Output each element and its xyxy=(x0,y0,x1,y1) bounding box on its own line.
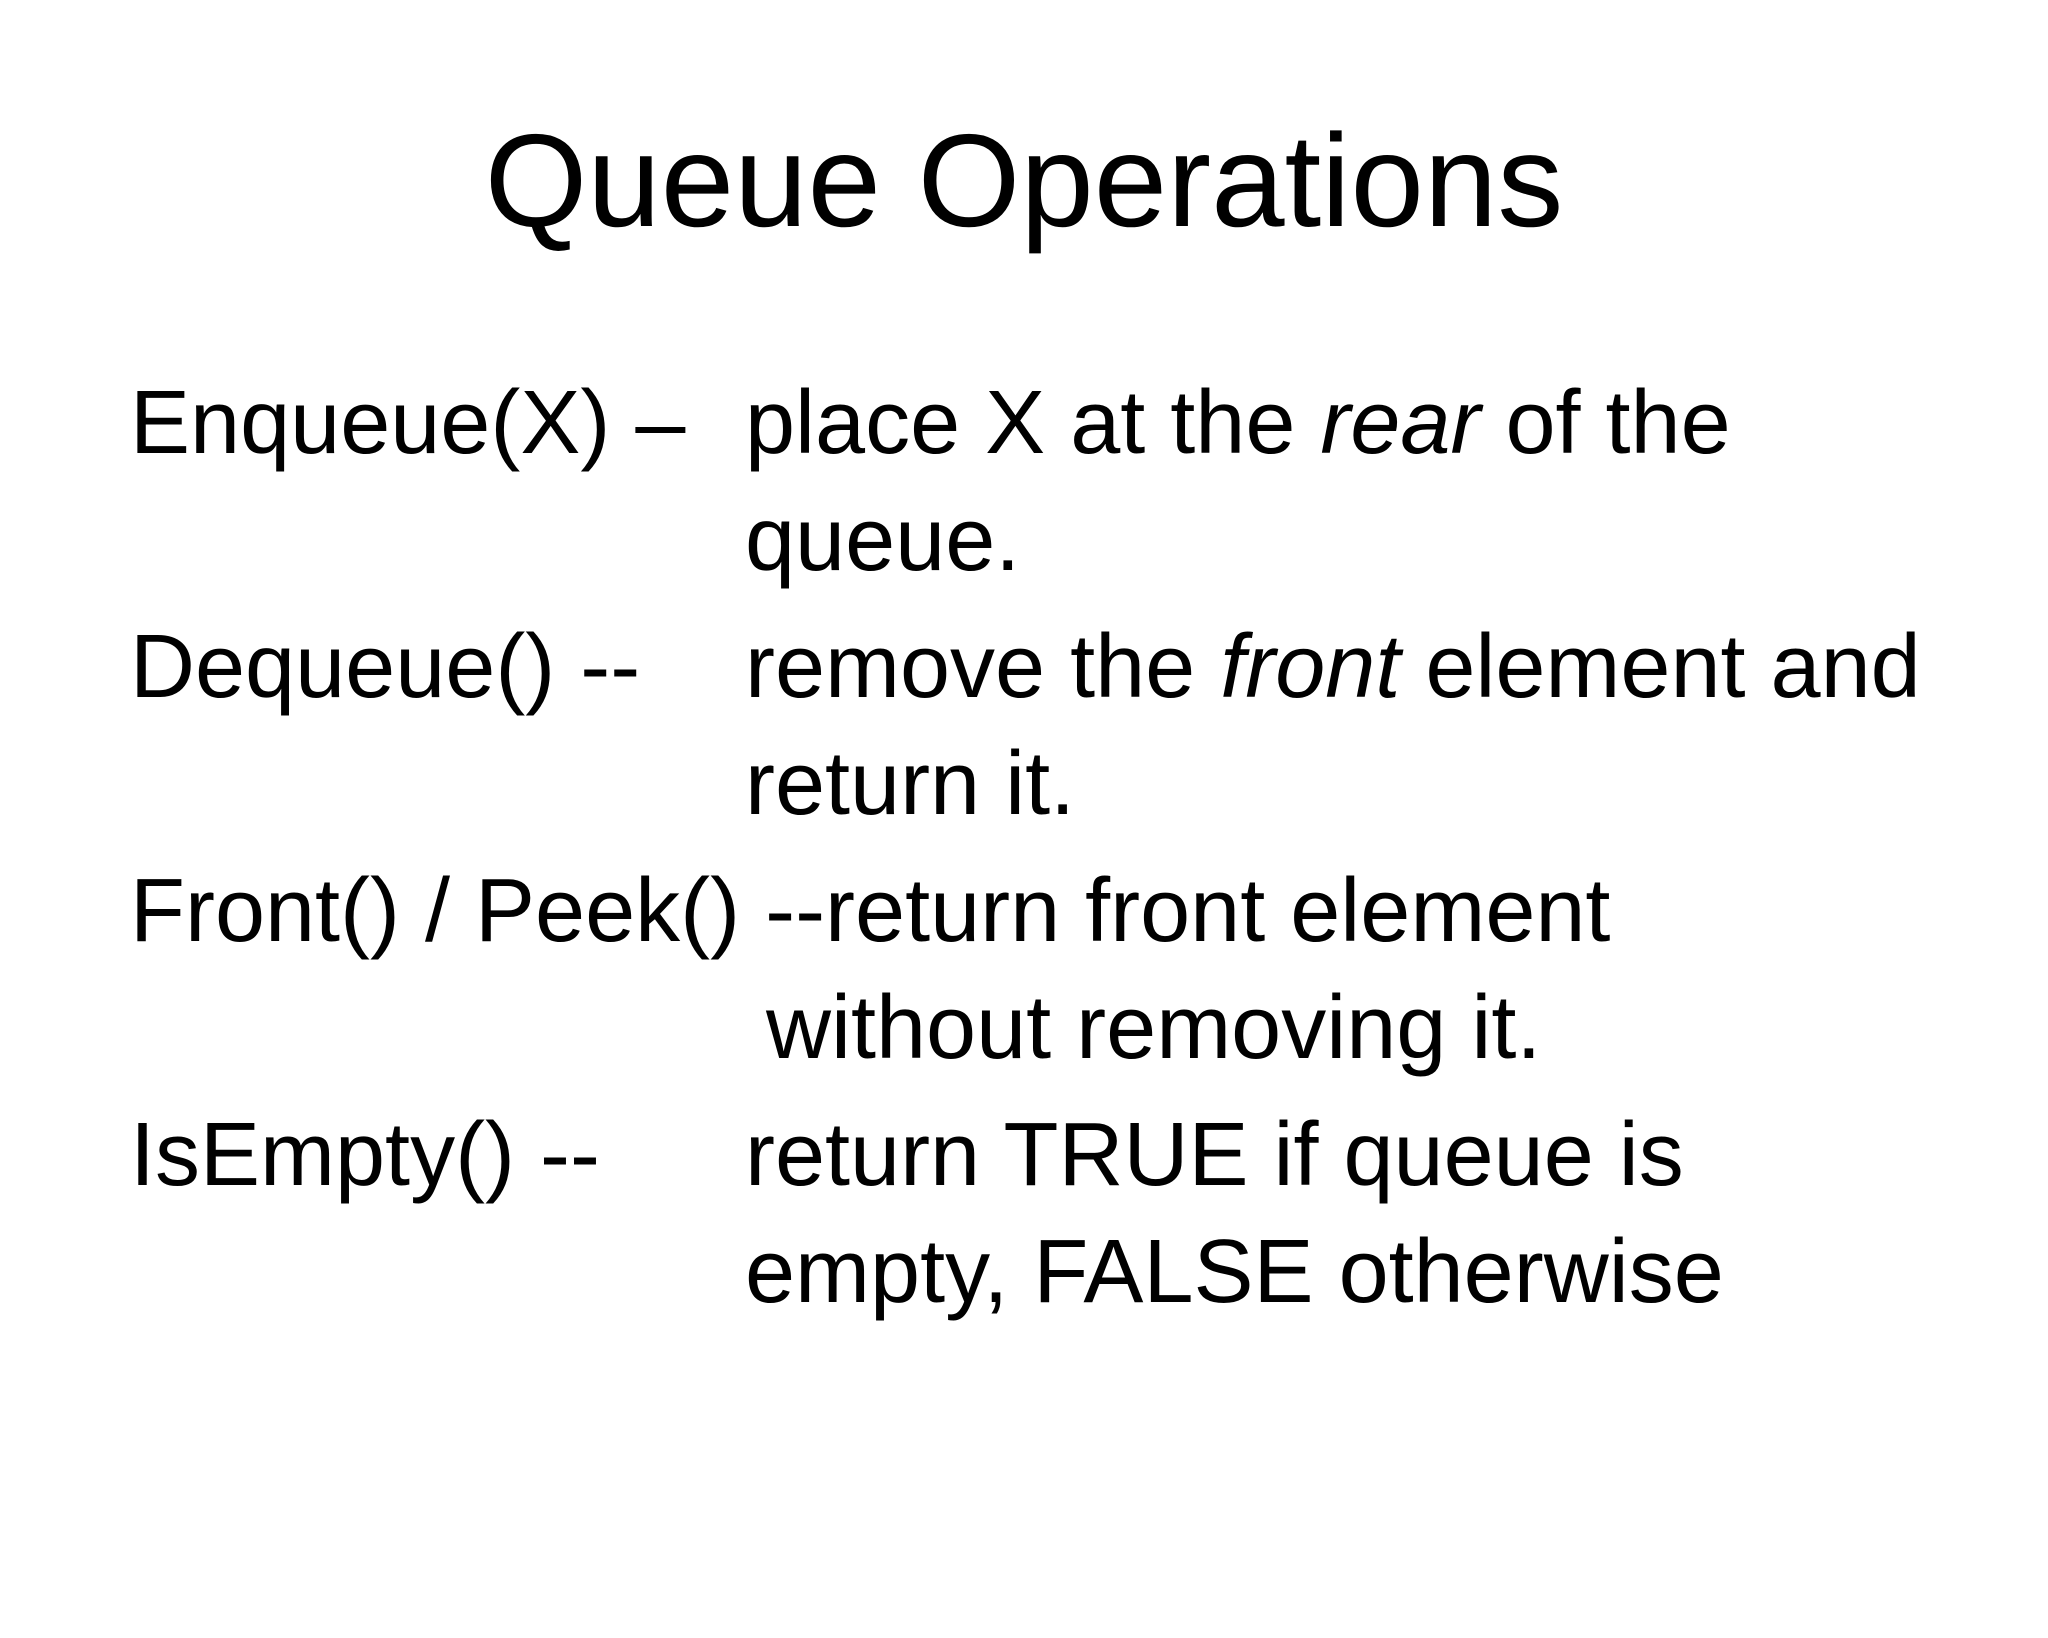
operation-label: Enqueue(X) – xyxy=(130,373,686,473)
slide: Queue Operations Enqueue(X) – place X at … xyxy=(0,102,2048,1638)
slide-title: Queue Operations xyxy=(484,107,1564,254)
operation-label: Dequeue() -- xyxy=(130,617,641,717)
operation-label: IsEmpty() -- xyxy=(130,1105,600,1205)
operation-label: Front() / Peek() xyxy=(130,861,741,961)
operation-item-dequeue: Dequeue() -- remove the front element and… xyxy=(130,609,1958,843)
